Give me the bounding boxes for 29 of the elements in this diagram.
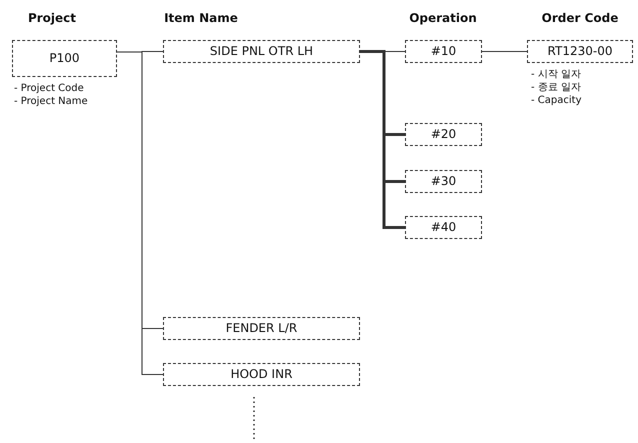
- column-heading: Item Name: [164, 11, 238, 25]
- attribute-note: - 시작 일자: [531, 68, 581, 81]
- item-text: FENDER L/R: [226, 321, 298, 336]
- item-box: [527, 40, 633, 63]
- attribute-note: - Project Code: [14, 82, 84, 95]
- attribute-note: - Project Name: [14, 95, 88, 108]
- item-text: #20: [430, 127, 456, 142]
- column-heading: Order Code: [542, 11, 618, 25]
- item-text: RT1230-00: [548, 44, 612, 59]
- item-text: P100: [49, 51, 80, 66]
- item-box: [405, 170, 482, 193]
- item-box: [405, 123, 482, 146]
- connector-line: [360, 50, 405, 229]
- column-heading: Operation: [409, 11, 477, 25]
- item-text: #40: [430, 220, 456, 235]
- item-text: SIDE PNL OTR LH: [210, 44, 314, 59]
- attribute-note: - Capacity: [531, 94, 582, 107]
- item-text: #10: [430, 44, 456, 59]
- connector-line: [482, 51, 528, 52]
- item-box: [12, 40, 117, 77]
- item-box: [163, 40, 360, 63]
- item-box: [405, 40, 482, 63]
- item-box: [163, 317, 360, 340]
- item-text: HOOD INR: [230, 367, 292, 382]
- item-box: [405, 216, 482, 239]
- item-text: #30: [430, 174, 456, 189]
- column-heading: Project: [28, 11, 76, 25]
- item-box: [163, 363, 360, 386]
- attribute-note: - 종료 일자: [531, 81, 581, 94]
